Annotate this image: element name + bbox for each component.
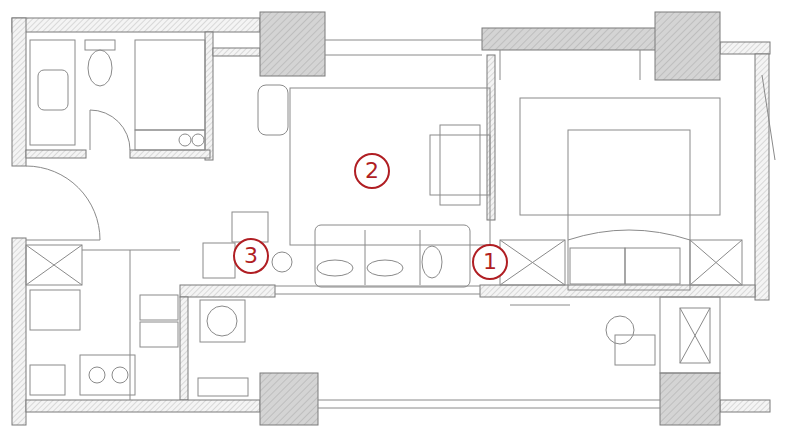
- callout-circle: 1: [472, 244, 508, 280]
- callout-circle: 2: [354, 153, 390, 189]
- callout-number: 2: [365, 160, 379, 182]
- callout-number: 3: [244, 245, 258, 267]
- callout-number: 1: [483, 251, 497, 273]
- callout-circle: 3: [233, 238, 269, 274]
